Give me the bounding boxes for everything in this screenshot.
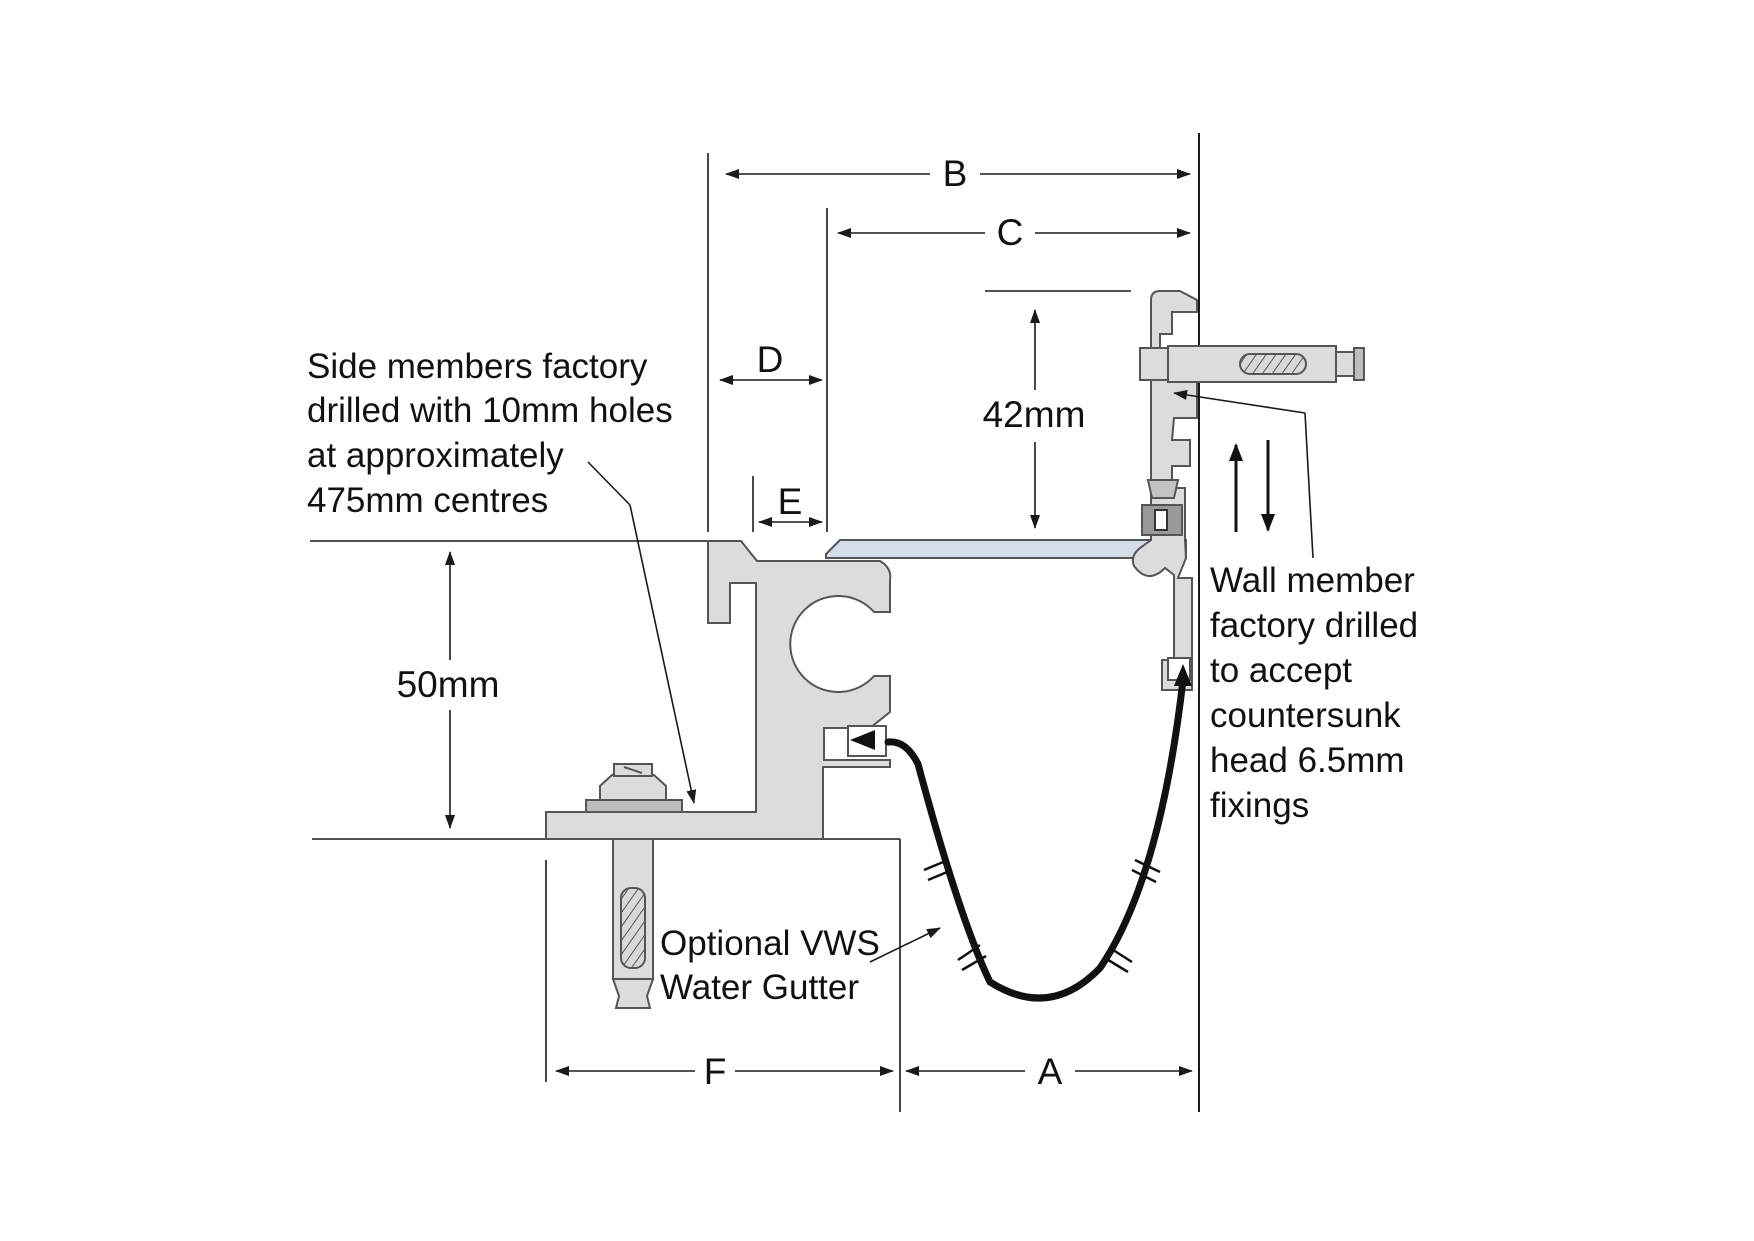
side-members-note-line: drilled with 10mm holes: [307, 391, 673, 430]
gutter-clips: [923, 858, 1161, 974]
dimension-e-label: E: [778, 481, 803, 522]
wall-member-note-line: fixings: [1210, 786, 1309, 825]
wall-member-leader: [1304, 412, 1314, 559]
dimension-42mm-label: 42mm: [983, 394, 1086, 435]
dimension-50mm-label: 50mm: [397, 664, 500, 705]
wall-anchor-bolt: [1139, 345, 1365, 383]
dimension-d: D: [719, 339, 823, 385]
dimension-a: A: [905, 1051, 1193, 1092]
side-members-note-line: Side members factory: [307, 347, 648, 386]
dimension-42mm: 42mm: [983, 309, 1086, 529]
water-gutter: [850, 664, 1192, 1002]
wall-member-note-line: countersunk: [1210, 696, 1401, 735]
wall-member-note-line: Wall member: [1210, 561, 1415, 600]
wall-member-note: Wall member factory drilled to accept co…: [1210, 561, 1418, 825]
leader-lines: [587, 390, 1314, 963]
wall-member-note-line: head 6.5mm: [1210, 741, 1405, 780]
gutter-leader: [869, 927, 941, 963]
dimension-e: E: [758, 481, 823, 527]
gutter-note-line: Water Gutter: [660, 968, 859, 1007]
side-members-note-line: at approximately: [307, 436, 564, 475]
dimension-a-label: A: [1038, 1051, 1063, 1092]
dimension-b-label: B: [943, 153, 968, 194]
cover-plate: [825, 539, 1187, 559]
dimension-b: B: [725, 153, 1191, 194]
extension-lines: [545, 153, 1131, 1082]
floor-anchor-bolt: [585, 763, 683, 1009]
side-members-leader: [587, 461, 631, 506]
movement-arrows: [1229, 440, 1275, 532]
wall-member-note-line: factory drilled: [1210, 606, 1418, 645]
dimension-d-label: D: [757, 339, 784, 380]
dimension-f: F: [555, 1051, 894, 1092]
wall-member-note-line: to accept: [1210, 651, 1352, 690]
side-members-note-line: 475mm centres: [307, 481, 548, 520]
gutter-note-line: Optional VWS: [660, 924, 880, 963]
gutter-note: Optional VWS Water Gutter: [660, 924, 880, 1007]
dimension-f-label: F: [704, 1051, 727, 1092]
dimension-c-label: C: [997, 212, 1024, 253]
side-member-profile: [545, 540, 892, 840]
dimension-50mm: 50mm: [397, 551, 500, 829]
side-members-note: Side members factory drilled with 10mm h…: [307, 347, 673, 520]
dimension-c: C: [837, 212, 1191, 253]
